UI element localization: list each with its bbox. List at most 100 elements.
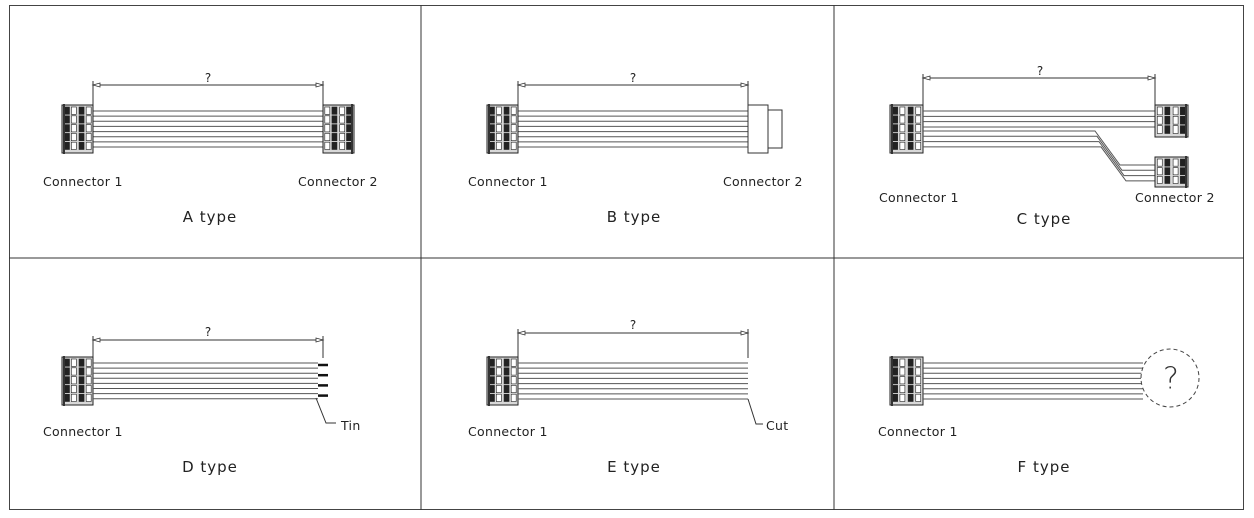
connector-pin (503, 376, 510, 385)
arrow-right-icon (740, 330, 750, 336)
arrow-left-icon (91, 337, 101, 343)
length-dimension-label: ? (629, 318, 637, 332)
arrow-left-icon (516, 82, 526, 88)
type-label: A type (182, 208, 238, 226)
connector-pin (71, 367, 77, 376)
length-dimension-label: ? (204, 71, 212, 85)
connector-pin (1164, 116, 1171, 125)
connector-pin (503, 141, 510, 150)
connector-1-icon (61, 104, 94, 154)
connector-pin (907, 393, 914, 402)
connector-pin (899, 367, 906, 376)
connector-pin (1164, 125, 1171, 134)
connector-pin (510, 358, 517, 367)
connector-pin (510, 376, 517, 385)
connector-pin (503, 393, 510, 402)
connector-1-label: Connector 1 (43, 174, 123, 189)
connector-pin (907, 124, 914, 133)
arrow-right-icon (1147, 75, 1157, 81)
length-dimension-label: ? (629, 71, 637, 85)
connector-pin (1156, 167, 1163, 176)
connector-pin (64, 115, 70, 124)
connector-pin (1172, 167, 1179, 176)
connector-pin (64, 358, 70, 367)
connector-pin (1164, 106, 1171, 116)
connector-pin (907, 141, 914, 150)
connector-pin (489, 124, 495, 133)
connector-pin (899, 385, 906, 393)
connector-pin (899, 106, 906, 115)
connector-pin (892, 367, 898, 376)
unknown-end-circle (1140, 348, 1200, 408)
type-label: D type (182, 458, 238, 476)
connector-pin (489, 133, 495, 141)
connector-pin (915, 133, 922, 141)
cut-leader-line (747, 398, 763, 425)
connector-pin (503, 358, 510, 367)
connector-pin (1172, 158, 1179, 167)
connector-pin (495, 115, 502, 124)
connector-pin (1172, 116, 1179, 125)
connector-pin (510, 133, 517, 141)
arrow-right-icon (315, 337, 325, 343)
connector-pin (495, 141, 502, 150)
connector-pin (503, 385, 510, 393)
arrow-left-icon (516, 330, 526, 336)
connector-pin (339, 115, 346, 124)
arrow-right-icon (740, 82, 750, 88)
connector-pin (78, 133, 85, 141)
connector-pin (1172, 106, 1179, 116)
connector-pin (324, 115, 331, 124)
connector-pin (503, 367, 510, 376)
connector-1-icon (61, 356, 94, 406)
connector-pin (892, 376, 898, 385)
connector-pin (339, 133, 346, 141)
connector-1-icon (486, 104, 519, 154)
connector-pin (85, 367, 92, 376)
connector-pin (64, 106, 70, 115)
type-label: F type (1017, 458, 1071, 476)
connector-1-label: Connector 1 (43, 424, 123, 439)
connector-pin (1156, 106, 1163, 116)
connector-pin (495, 358, 502, 367)
connector-pin (64, 141, 70, 150)
connector-pin (1156, 158, 1163, 167)
connector-pin (331, 133, 338, 141)
length-dimension-label: ? (204, 325, 212, 339)
connector-pin (1180, 125, 1186, 134)
connector-pin (346, 106, 352, 115)
connector-pin (78, 106, 85, 115)
connector-pin (71, 124, 77, 133)
connector-pin (346, 141, 352, 150)
connector-pin (71, 106, 77, 115)
connector-pin (915, 115, 922, 124)
connector-1-icon (486, 356, 519, 406)
unknown-end-mark: ? (1163, 361, 1179, 397)
connector-pin (78, 376, 85, 385)
connector-pin (85, 385, 92, 393)
wire (923, 135, 1155, 171)
connector-pin (892, 133, 898, 141)
connector-1-label: Connector 1 (878, 424, 958, 439)
connector-pin (907, 115, 914, 124)
connector-pin (346, 115, 352, 124)
connector-pin (85, 133, 92, 141)
connector-pin (907, 367, 914, 376)
connector-pin (892, 106, 898, 115)
connector-pin (71, 393, 77, 402)
connector-pin (64, 133, 70, 141)
wire (923, 141, 1155, 177)
connector-pin (892, 115, 898, 124)
connector-pin (1180, 167, 1186, 176)
connector-pin (346, 124, 352, 133)
connector-pin (339, 106, 346, 115)
connector-pin (331, 115, 338, 124)
connector-1-label: Connector 1 (468, 174, 548, 189)
connector-pin (64, 124, 70, 133)
connector-2-label: Connector 2 (1135, 190, 1215, 205)
wire (923, 130, 1155, 166)
connector-pin (503, 133, 510, 141)
connector-pin (510, 106, 517, 115)
